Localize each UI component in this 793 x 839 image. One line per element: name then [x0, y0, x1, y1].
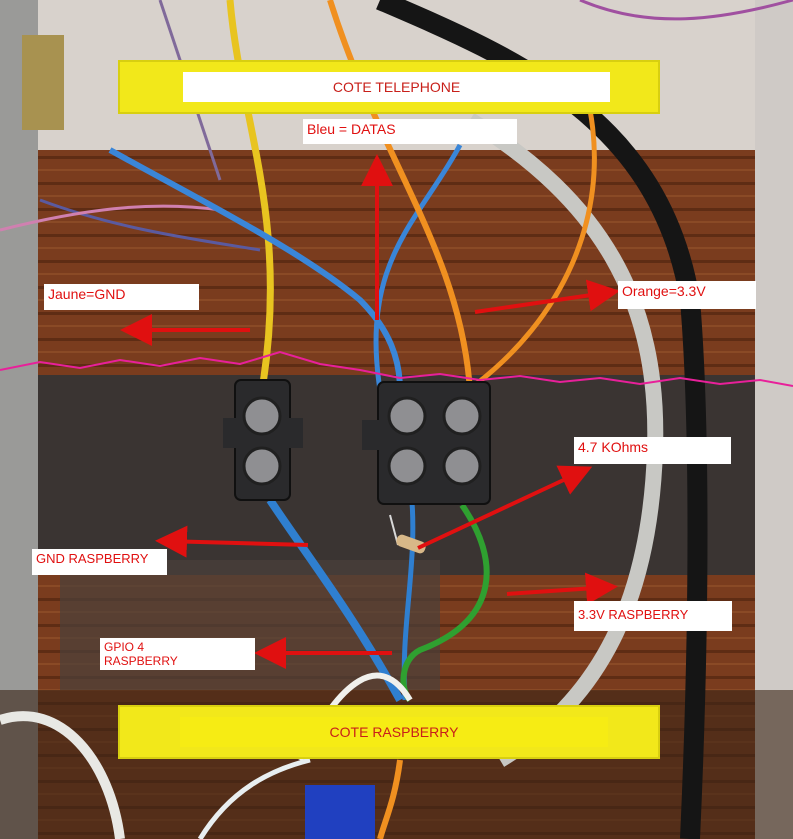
label-orange-33v: Orange=3.3V — [618, 281, 756, 309]
label-cote-raspberry: COTE RASPBERRY — [180, 717, 608, 747]
label-jaune-gnd: Jaune=GND — [44, 284, 199, 310]
arrow-resistor — [417, 465, 593, 550]
blue-wire-bottom — [266, 497, 404, 702]
yellow-wire — [226, 0, 274, 391]
white-wire-bottom-2 — [197, 757, 311, 839]
orange-wire-2 — [473, 109, 597, 387]
label-cote-telephone: COTE TELEPHONE — [183, 72, 610, 102]
left-brass-strip — [22, 35, 64, 130]
label-gnd-raspberry: GND RASPBERRY — [32, 549, 167, 575]
orange-wire-bottom — [377, 759, 403, 839]
blue-wire-top-2 — [373, 143, 463, 391]
blue-connector — [305, 785, 375, 839]
terminal-block-right — [362, 381, 491, 505]
arrow-orange-33v — [474, 279, 620, 314]
arrow-gnd-raspberry — [155, 525, 309, 558]
label-gpio4-line1: GPIO 4 — [104, 640, 145, 654]
blue-wire-top — [108, 147, 403, 391]
thin-wire-2 — [0, 204, 221, 232]
label-resistor: 4.7 KOhms — [574, 437, 731, 464]
arrow-33v-raspberry — [506, 572, 618, 605]
terminal-block-left — [223, 379, 303, 501]
thin-wire-1 — [39, 198, 261, 252]
thin-wire-3 — [579, 0, 793, 21]
label-gpio4-raspberry: GPIO 4 RASPBERRY — [100, 638, 255, 670]
label-gpio4-line2: RASPBERRY — [104, 654, 178, 668]
label-33v-raspberry: 3.3V RASPBERRY — [574, 601, 732, 631]
label-bleu-datas: Bleu = DATAS — [303, 119, 517, 144]
white-cable-left — [0, 711, 125, 839]
separation-line — [0, 350, 793, 387]
green-wire — [400, 503, 490, 703]
